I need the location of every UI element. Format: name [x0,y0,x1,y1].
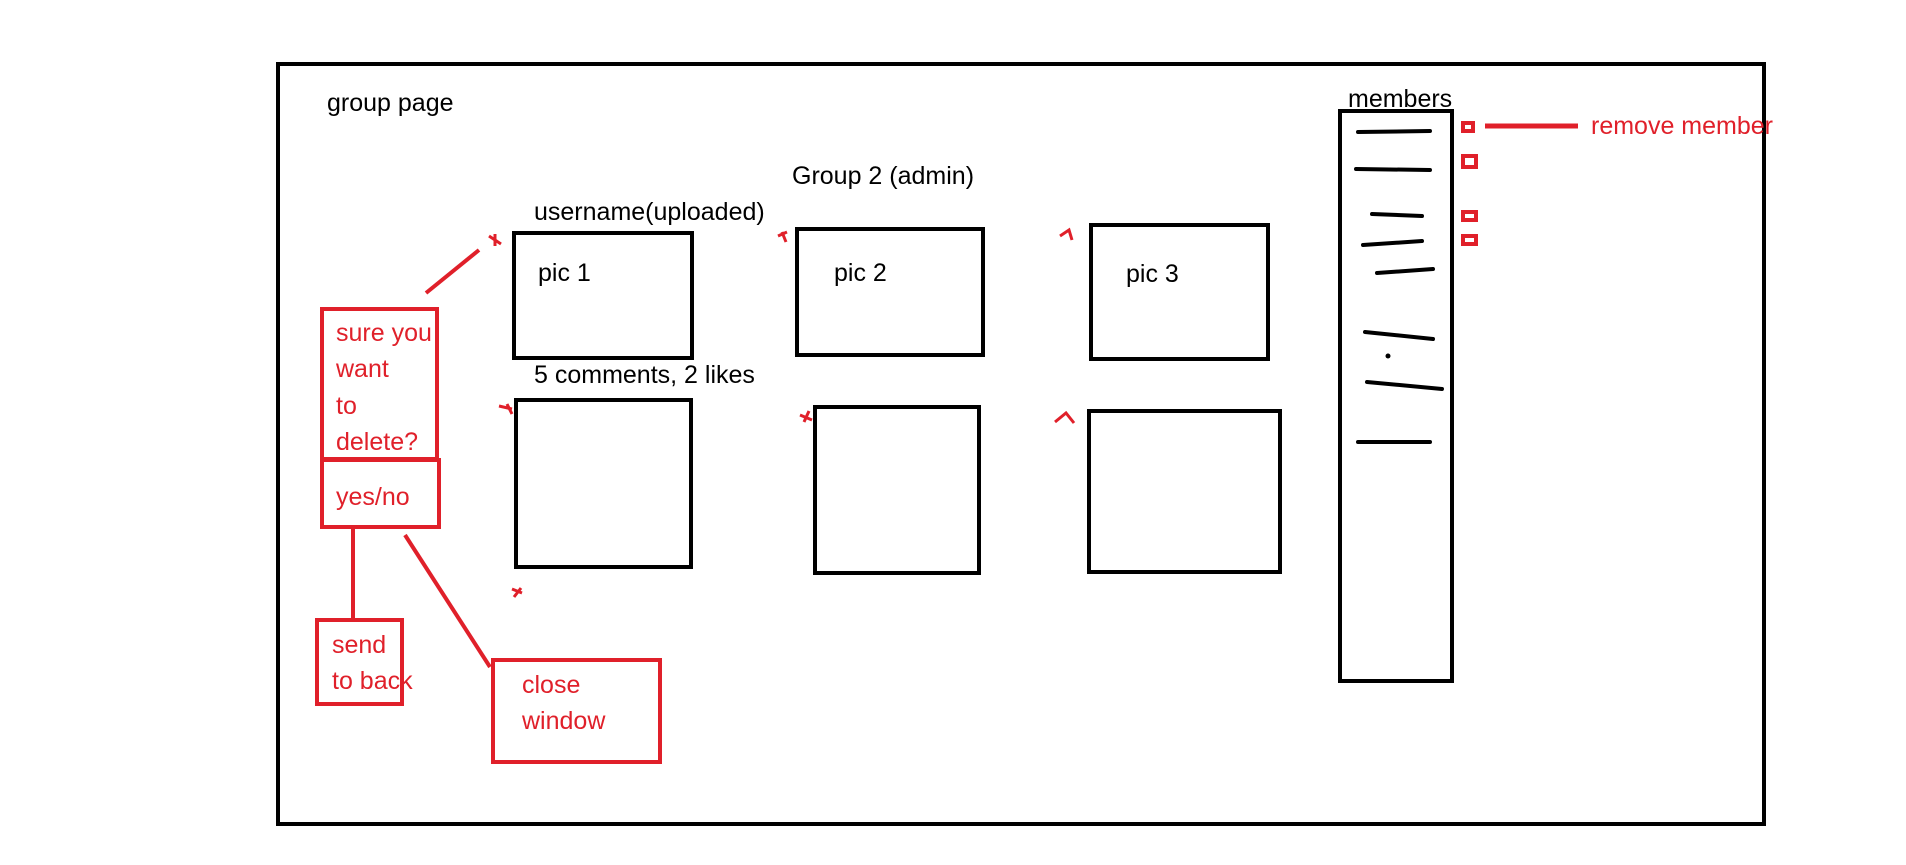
send-to-back-line-1: send [332,631,386,659]
page-title: group page [327,89,454,117]
remove-member-checkbox[interactable] [1461,154,1478,169]
delete-x-icon-2[interactable] [777,230,788,243]
picture-card-5[interactable] [813,405,981,575]
confirm-delete-line-1: sure you [336,319,432,347]
confirm-delete-line-3: to [336,392,357,420]
member-list [1354,129,1444,444]
send-to-back-line-2: to back [332,667,413,695]
connector-yes-no-to-close [403,533,492,669]
picture-card-6[interactable] [1087,409,1282,574]
group-heading: Group 2 (admin) [792,162,974,190]
delete-x-icon-5[interactable] [799,410,813,423]
delete-x-icon-3[interactable] [1059,227,1074,241]
picture-card-3[interactable] [1089,223,1270,361]
members-panel [1338,109,1454,683]
member-item[interactable] [1370,212,1424,218]
remove-member-checkboxes [1461,121,1478,246]
close-window-line-2: window [521,707,606,735]
connector-delete-to-confirm [424,248,481,295]
stats-label: 5 comments, 2 likes [534,361,755,389]
member-item[interactable] [1356,129,1432,134]
remove-member-annotation: remove member [1591,112,1773,140]
close-window-line-1: close [522,671,580,699]
member-item[interactable] [1375,267,1435,275]
yes-no-label: yes/no [336,483,410,511]
picture-card-1[interactable] [512,231,694,360]
picture-card-2[interactable] [795,227,985,357]
close-window-box[interactable] [491,658,662,764]
remove-member-checkbox[interactable] [1461,210,1478,222]
remove-member-checkbox[interactable] [1461,121,1475,133]
picture-card-4[interactable] [514,398,693,569]
yes-no-box[interactable] [320,458,441,529]
delete-marks [488,227,1076,598]
delete-x-icon-1[interactable] [488,234,502,246]
uploader-label: username(uploaded) [534,198,765,226]
delete-x-icon-7[interactable] [511,587,523,598]
member-item[interactable] [1363,330,1435,341]
confirm-delete-line-2: want [335,355,389,383]
page-frame [276,62,1766,826]
confirm-delete-line-4: delete? [336,428,418,456]
picture-label-1: pic 1 [538,259,591,287]
member-item[interactable] [1365,380,1444,391]
remove-member-checkbox[interactable] [1461,234,1478,246]
send-to-back-box[interactable] [315,618,404,706]
picture-label-3: pic 3 [1126,260,1179,288]
member-dot [1385,353,1391,359]
member-item[interactable] [1361,239,1424,247]
delete-x-icon-4[interactable] [498,403,514,415]
delete-x-icon-6[interactable] [1054,410,1076,424]
picture-label-2: pic 2 [834,259,887,287]
members-heading: members [1348,85,1452,113]
member-item[interactable] [1354,167,1432,172]
